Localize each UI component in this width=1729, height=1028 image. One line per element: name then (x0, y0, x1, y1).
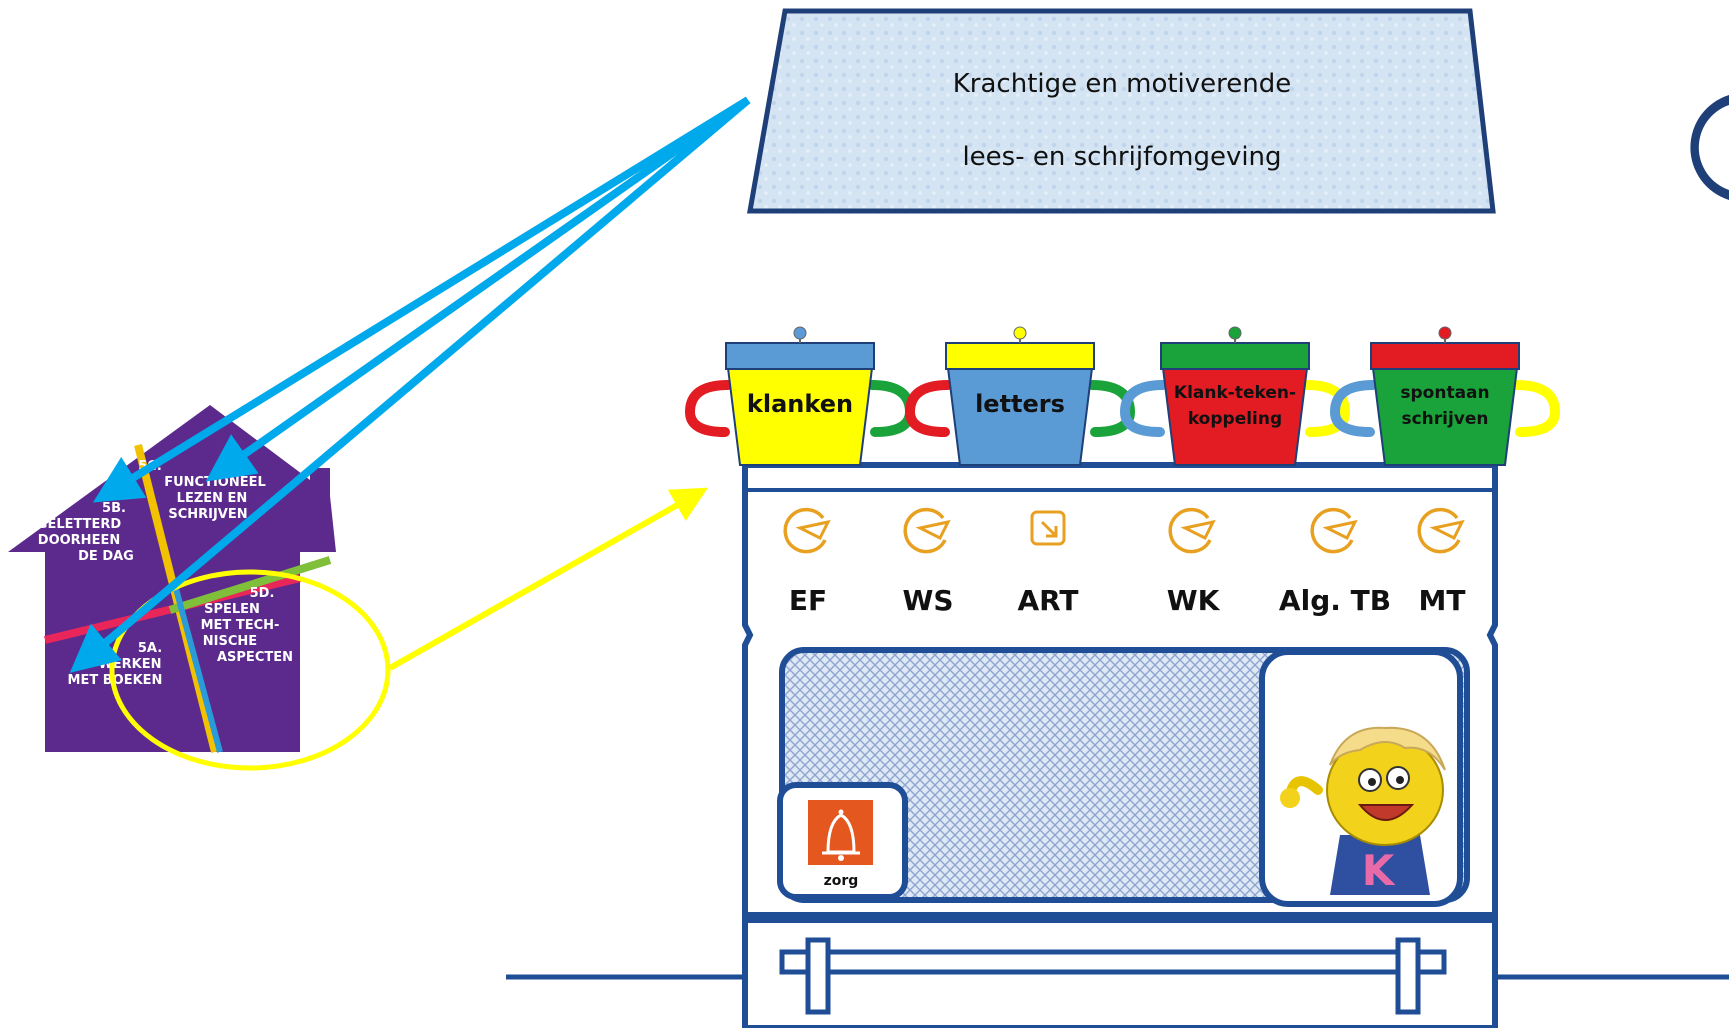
dial-label: WK (1167, 584, 1221, 617)
house-segment-label: SPELEN (204, 602, 260, 617)
dial-art[interactable]: ART (1017, 510, 1079, 617)
pot-knob (1013, 326, 1027, 340)
dial-icon (783, 507, 827, 554)
zorg-button[interactable]: zorg (808, 800, 873, 889)
dial-label: EF (789, 584, 827, 617)
house-segment-label: LEZEN EN (177, 491, 248, 506)
dial-icon (903, 507, 947, 554)
mascot-shirt (1330, 835, 1430, 895)
partial-logo-arc (1690, 95, 1729, 200)
banner: Krachtige en motiverende lees- en schrij… (747, 8, 1496, 214)
pot-lid (945, 342, 1095, 370)
dial-pointer (795, 519, 831, 541)
pot-handle-left (1119, 380, 1168, 437)
dial-label: Alg. TB (1279, 584, 1391, 617)
dial-icon (1168, 507, 1212, 554)
pot-label: Klank-teken- (1174, 383, 1296, 403)
mascot-pupil-right (1396, 776, 1404, 784)
banner-trapezoid (747, 8, 1496, 214)
pot-lid (725, 342, 875, 370)
house-segment-label: 5A. (138, 641, 162, 656)
house-segment-label: SCHRIJVEN (168, 507, 247, 522)
dial-label: MT (1419, 584, 1466, 617)
dial-label: ART (1017, 584, 1078, 617)
pot-label: schrijven (1401, 409, 1488, 429)
pot-1[interactable]: klanken (684, 326, 916, 466)
pot-handle-left (1329, 380, 1378, 437)
mascot-letter: K (1362, 846, 1396, 895)
mascot-mouth (1357, 804, 1415, 821)
dial-pointer (1180, 519, 1216, 541)
house-segment-label: DE DAG (78, 549, 134, 564)
dial-ws[interactable]: WS (902, 507, 954, 617)
mascot-pupil-left (1368, 778, 1376, 786)
house-divider-blue (172, 584, 223, 753)
house-segment-label: FUNCTIONEEL (164, 475, 266, 490)
pot-4[interactable]: spontaan schrijven (1329, 326, 1561, 466)
pot-handle-right (1512, 380, 1561, 437)
house-segment-label: ASPECTEN (217, 650, 293, 665)
pot-knob (793, 326, 807, 340)
zorg-label: zorg (824, 873, 859, 889)
pot-label: klanken (747, 390, 853, 418)
stove: K zorg (742, 462, 1498, 1028)
dial-mt[interactable]: MT (1417, 507, 1466, 617)
dials-row: EF WS ART WK Alg. TB MT (783, 507, 1466, 617)
dial-pointer (1429, 519, 1465, 541)
mascot: K (1280, 726, 1446, 895)
dial-label: WS (902, 584, 953, 617)
house-segment-label: NISCHE (203, 634, 257, 649)
dial-icon (1417, 507, 1461, 554)
pot-knob (1438, 326, 1452, 340)
house-segment-label: 5B. (102, 501, 126, 516)
house-segment-label: WERKEN (98, 657, 161, 672)
dial-alg-tb[interactable]: Alg. TB (1279, 507, 1391, 617)
dial-wk[interactable]: WK (1167, 507, 1221, 617)
pot-handle-left (684, 380, 733, 437)
mascot-hair (1329, 726, 1446, 771)
pot-knob (1228, 326, 1242, 340)
partial-logo (1690, 95, 1729, 200)
blue-arrow-5a (69, 96, 751, 673)
pot-lid (1160, 342, 1310, 370)
pot-handle-right (867, 380, 916, 437)
pot-3[interactable]: Klank-teken-koppeling (1119, 326, 1351, 466)
mascot-hand (1280, 788, 1300, 808)
banner-line-2: lees- en schrijfomgeving (962, 142, 1281, 172)
blue-arrow-5b (92, 96, 751, 503)
pot-2[interactable]: letters (904, 326, 1136, 466)
banner-line-1: Krachtige en motiverende (953, 69, 1292, 99)
dial-icon (1310, 507, 1354, 554)
pot-label: koppeling (1188, 409, 1282, 429)
blue-arrow-5c (205, 96, 751, 482)
pot-lid (1370, 342, 1520, 370)
house-segment-label: GELETTERD (37, 517, 122, 532)
square-dial-icon (1030, 510, 1066, 546)
drawer-handle[interactable] (779, 937, 1447, 1015)
house-segment-label: MET TECH- (201, 618, 280, 633)
pot-handle-right (1302, 380, 1351, 437)
bell-icon (822, 809, 860, 861)
house-segment-label: DOORHEEN (38, 533, 120, 548)
yellow-arrow (388, 487, 709, 671)
pot-label: spontaan (1400, 383, 1489, 403)
dial-pointer (915, 519, 951, 541)
dial-ef[interactable]: EF (783, 507, 831, 617)
dial-pointer (1322, 519, 1358, 541)
dial-pointer (1040, 520, 1058, 538)
house-divider-green (168, 556, 332, 614)
house-segment-label: 5D. (250, 586, 275, 601)
pot-handle-left (904, 380, 953, 437)
pot-label: letters (975, 390, 1065, 418)
blue-arrows (69, 96, 751, 673)
